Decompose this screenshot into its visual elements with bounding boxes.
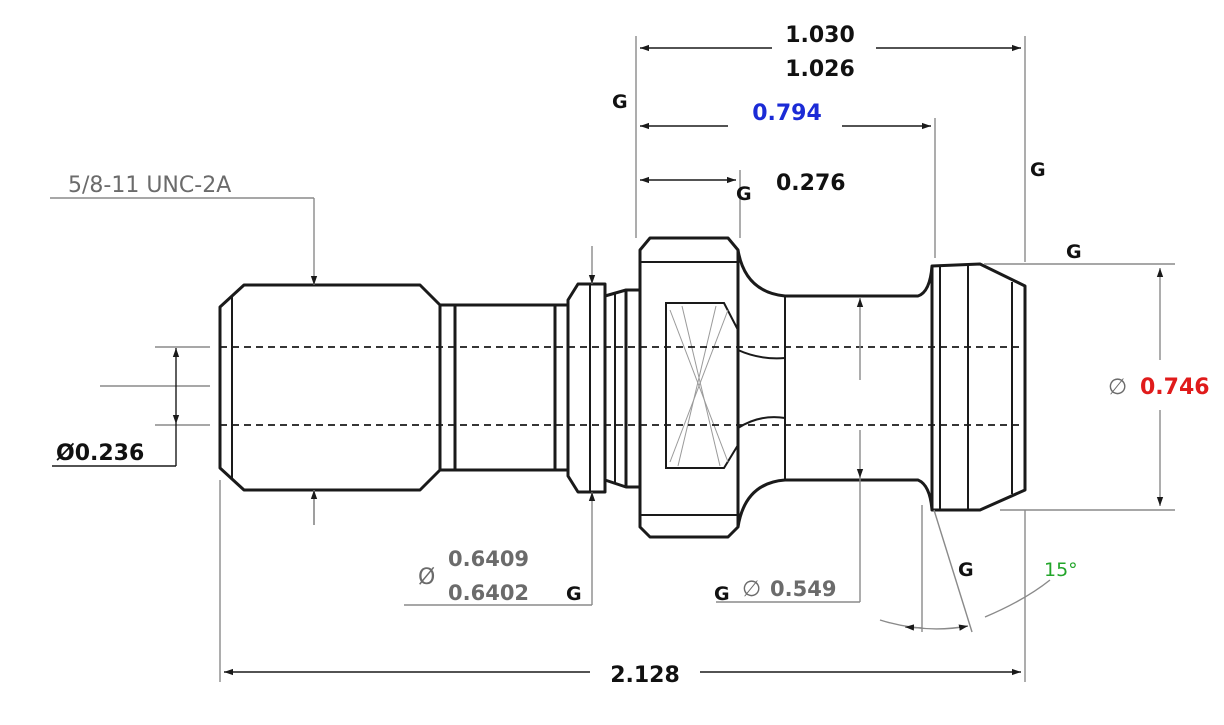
groove-collar (566, 282, 607, 494)
dim-to-collar: 0.794 (640, 101, 936, 258)
neck-top (736, 249, 934, 298)
shank (455, 303, 557, 472)
wrench-flat (665, 302, 739, 469)
dim-flange-width: 0.276 (640, 170, 846, 238)
shank-step (440, 303, 457, 472)
groove-step (555, 303, 570, 472)
angle-label: 15° (1044, 559, 1078, 581)
groove-dia-min-label: 0.6402 (448, 581, 529, 605)
grind-mark-groove: G (566, 583, 582, 605)
groove-dia-max-label: 0.6409 (448, 547, 529, 571)
dim-groove: Ø 0.6409 0.6402 (404, 246, 596, 606)
length-min-label: 1.026 (785, 57, 855, 82)
dim-overall: 2.128 (219, 480, 1026, 688)
dim-neck: ∅ 0.549 (716, 298, 864, 603)
groove-dia-prefix: Ø (418, 565, 435, 590)
grind-mark-flange-side: G (736, 183, 752, 205)
to-collar-label: 0.794 (752, 101, 822, 126)
length-max-label: 1.030 (785, 23, 855, 48)
neck-dia-label: 0.549 (770, 577, 836, 601)
head (930, 262, 1027, 512)
dim-angle: 15° (879, 505, 1078, 633)
bore-dia-label: Ø0.236 (56, 441, 144, 466)
dim-head: ∅ 0.746 (984, 263, 1210, 511)
flange-width-label: 0.276 (776, 171, 846, 196)
neck-dia-symbol: ∅ (742, 577, 761, 602)
thread-callout: 5/8-11 UNC-2A (50, 173, 318, 525)
dim-length-1030: 1.030 1.026 (635, 23, 1026, 262)
thread-spec-label: 5/8-11 UNC-2A (68, 173, 231, 198)
grind-mark-neck: G (714, 583, 730, 605)
head-dia-label: 0.746 (1140, 375, 1210, 400)
part-outline (218, 236, 1027, 539)
head-dia-symbol: ∅ (1108, 375, 1127, 400)
grind-marks: G G G G G G G (566, 91, 1082, 605)
overall-length-label: 2.128 (610, 663, 680, 688)
grind-mark-taper: G (958, 559, 974, 581)
neck-bottom (736, 478, 934, 528)
grind-mark-flange-face: G (612, 91, 628, 113)
dim-bore: Ø0.236 (52, 346, 210, 467)
flange (638, 236, 740, 539)
grind-mark-head-top: G (1066, 241, 1082, 263)
hidden-bore (220, 346, 1025, 426)
thread-section (218, 283, 442, 492)
grind-mark-head-face: G (1030, 159, 1046, 181)
